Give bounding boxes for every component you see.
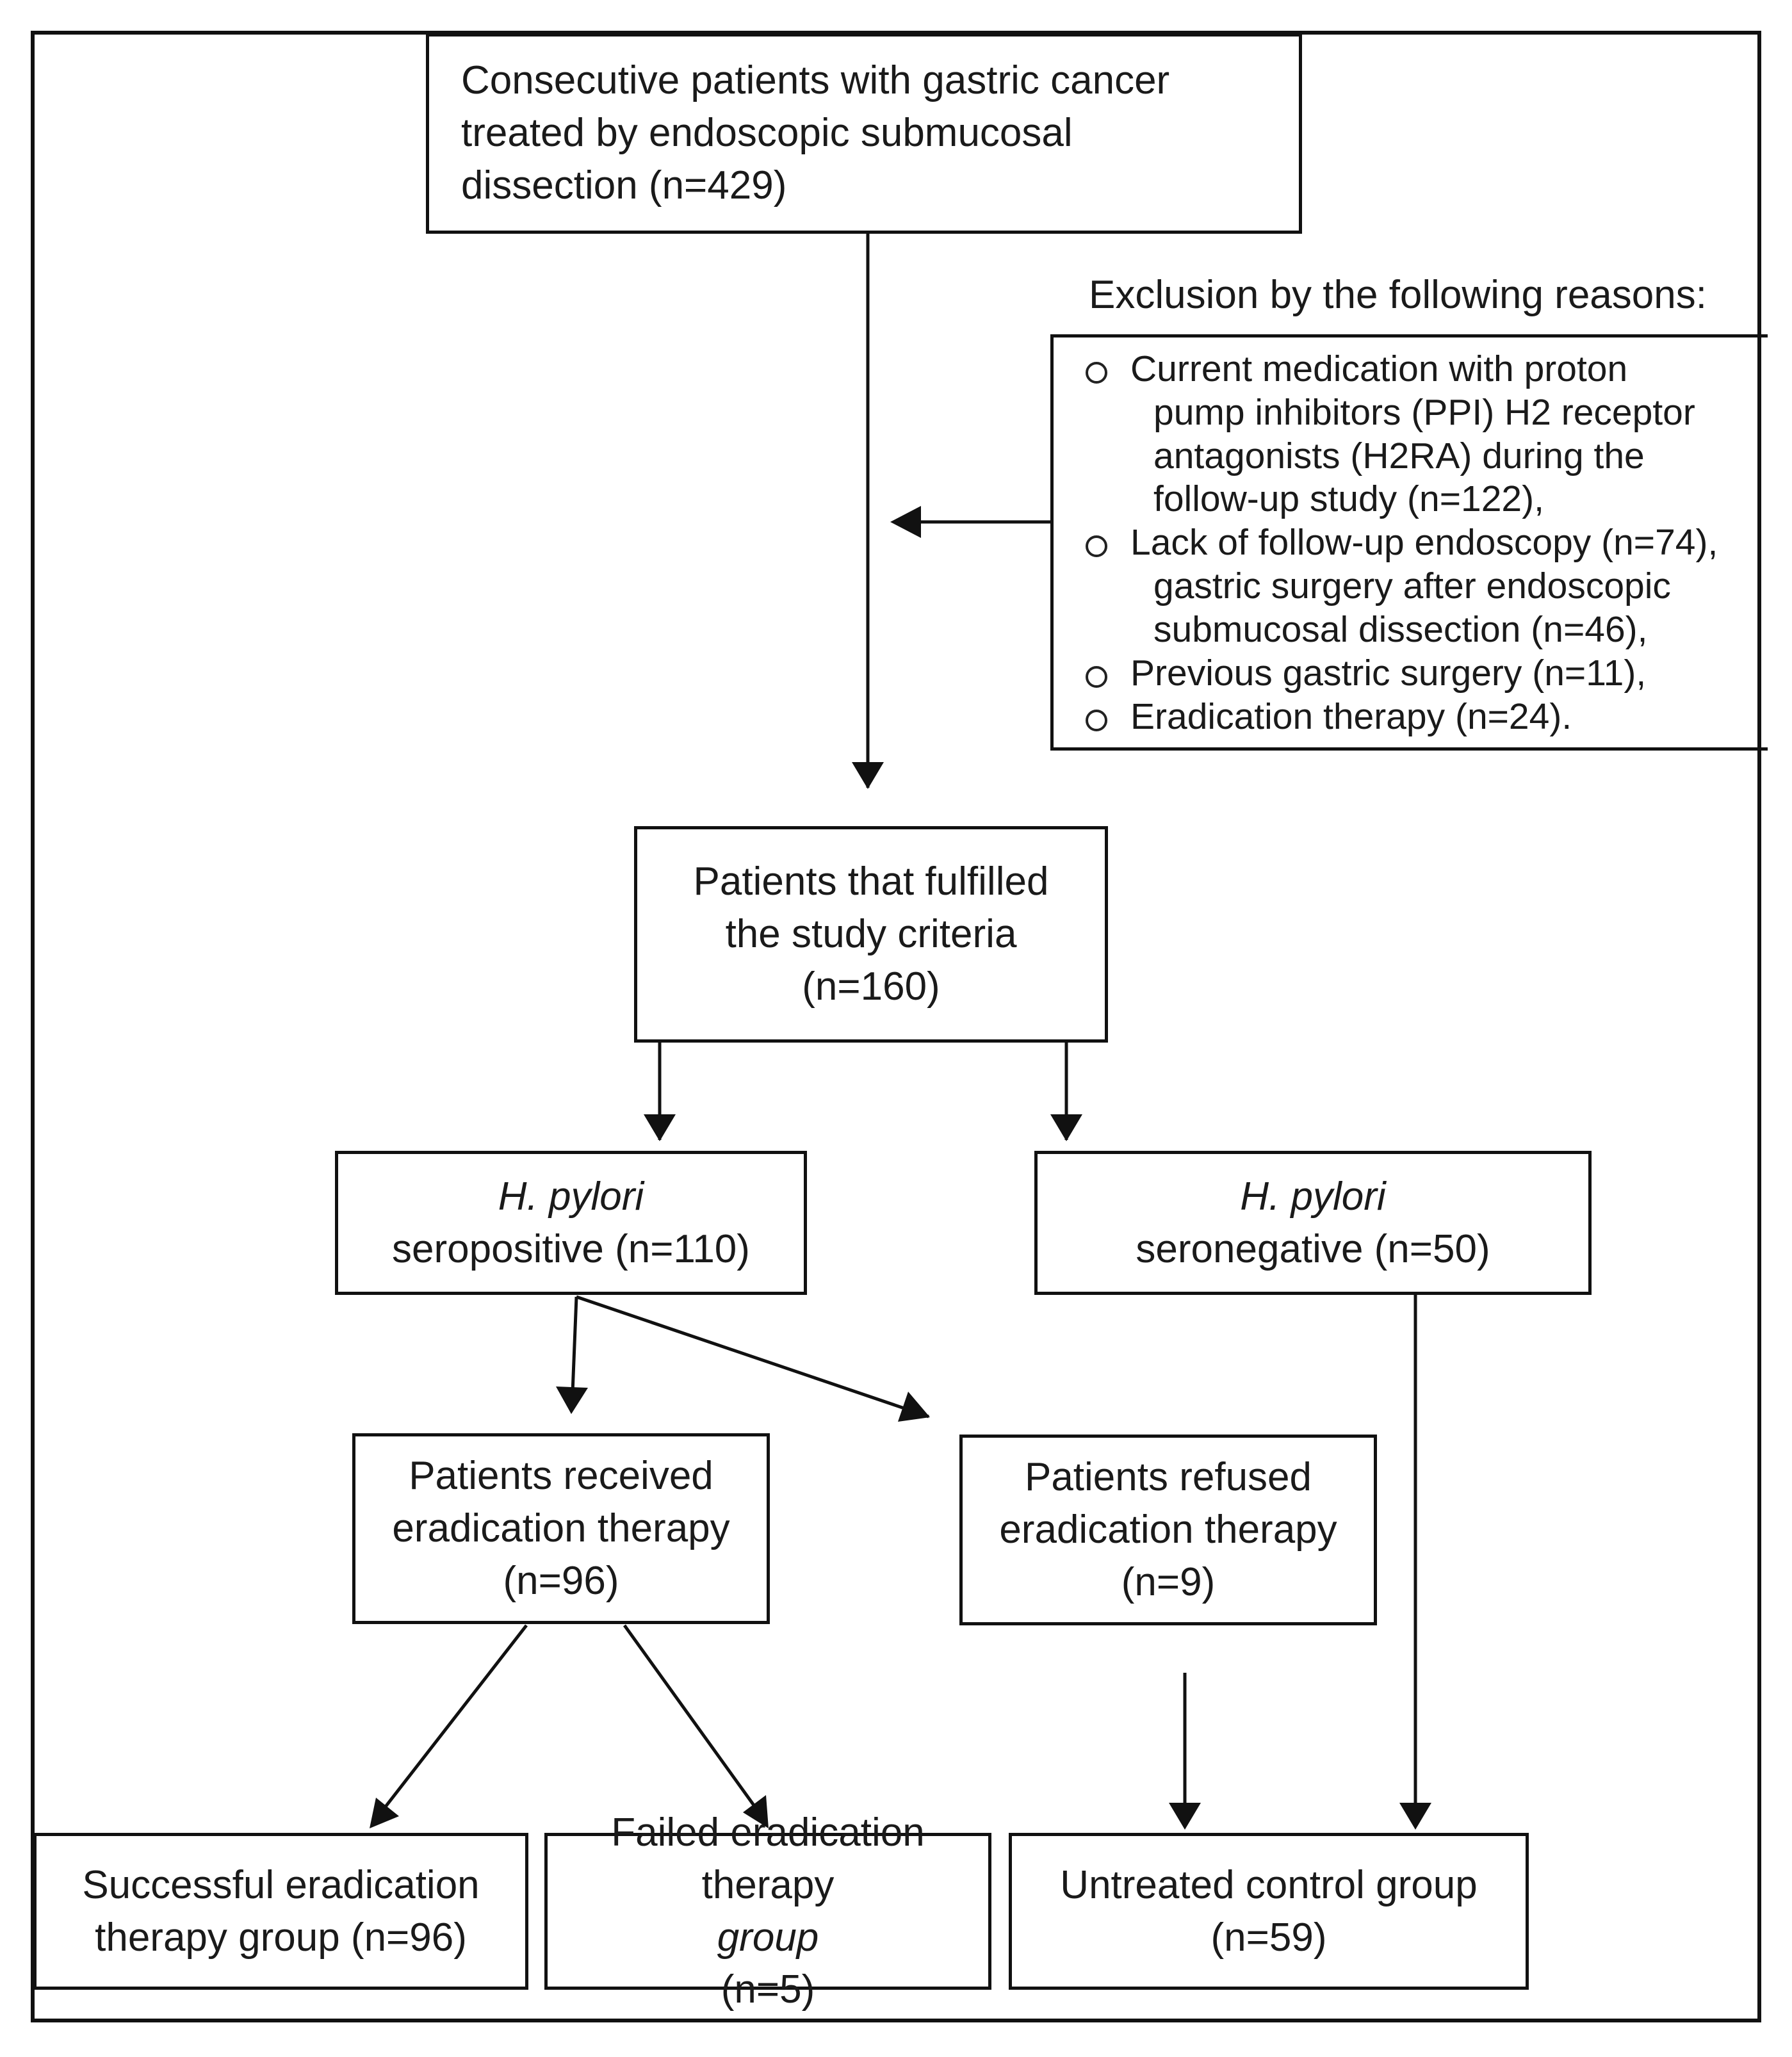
exclusion-line: pump inhibitors (PPI) H2 receptor	[1153, 391, 1695, 433]
exclusion-item: Previous gastric surgery (n=11),	[1086, 652, 1768, 695]
exclusion-line: Lack of follow-up endoscopy (n=74),	[1130, 522, 1718, 564]
exclusion-item: Lack of follow-up endoscopy (n=74), gast…	[1086, 521, 1768, 651]
box-line: Patients received	[409, 1454, 713, 1499]
box-untreated-control: Untreated control group (n=59)	[1009, 1833, 1529, 1990]
circle-bullet-icon	[1086, 709, 1107, 731]
box-refused-eradication: Patients refused eradication therapy (n=…	[959, 1435, 1377, 1625]
exclusion-line: Eradication therapy (n=24).	[1130, 695, 1572, 737]
circle-bullet-icon	[1086, 362, 1107, 384]
arrowhead	[1399, 1803, 1431, 1830]
text-fragment: (n=5)	[721, 1967, 815, 2012]
box-line: Untreated control group	[1060, 1862, 1478, 1907]
box-line: (n=96)	[503, 1558, 619, 1603]
box-line: (n=9)	[1121, 1559, 1216, 1604]
box-line: H. pylori	[1240, 1174, 1386, 1219]
exclusion-box: Current medication with proton pump inhi…	[1050, 334, 1768, 751]
box-line: seronegative (n=50)	[1136, 1226, 1490, 1271]
arrowhead	[644, 1114, 676, 1141]
box-line: Patients refused	[1024, 1455, 1312, 1500]
box-line: Patients that fulfilled	[693, 859, 1049, 904]
text-fragment: group	[717, 1915, 819, 1960]
box-line: H. pylori	[498, 1174, 644, 1219]
arrow-seropositive-to-refused	[576, 1295, 929, 1419]
arrow-received-to-failed	[623, 1624, 761, 1814]
diagram-frame	[31, 31, 1761, 2022]
arrowhead	[852, 762, 884, 789]
arrowhead	[370, 1798, 399, 1828]
box-consecutive-patients: Consecutive patients with gastric cancer…	[426, 33, 1302, 234]
box-line: eradication therapy	[392, 1506, 730, 1551]
circle-bullet-icon	[1086, 665, 1107, 688]
box-line: eradication therapy	[999, 1508, 1337, 1552]
box-line: treated by endoscopic submucosal	[461, 110, 1073, 155]
box-line: seropositive (n=110)	[392, 1226, 750, 1271]
circle-bullet-icon	[1086, 535, 1107, 558]
box-fulfilled-criteria: Patients that fulfilled the study criter…	[634, 826, 1108, 1043]
exclusion-line: gastric surgery after endoscopic	[1153, 565, 1671, 607]
exclusion-line: Current medication with proton	[1130, 348, 1628, 389]
box-received-eradication: Patients received eradication therapy (n…	[352, 1433, 770, 1624]
box-successful-eradication: Successful eradication therapy group (n=…	[33, 1833, 528, 1990]
box-failed-eradication: Failed eradication therapy group (n=5)	[544, 1810, 991, 2012]
box-seropositive: H. pylori seropositive (n=110)	[335, 1151, 807, 1295]
box-line: (n=160)	[802, 964, 940, 1009]
box-line: the study criteria	[725, 912, 1017, 957]
box-line: dissection (n=429)	[461, 163, 787, 207]
box-line: Failed eradication	[611, 1810, 925, 1855]
arrowhead	[898, 1392, 930, 1422]
exclusion-line: follow-up study (n=122),	[1153, 478, 1544, 520]
box-line: Successful eradication	[82, 1862, 480, 1907]
box-line: (n=59)	[1210, 1915, 1327, 1960]
arrowhead	[743, 1795, 769, 1828]
exclusion-line: antagonists (H2RA) during the	[1153, 435, 1645, 476]
text-fragment: therapy	[701, 1862, 835, 1907]
exclusion-line: submucosal dissection (n=46),	[1153, 608, 1648, 650]
exclusion-item: Current medication with proton pump inhi…	[1086, 348, 1768, 521]
arrowhead	[890, 506, 921, 538]
arrowhead	[1169, 1803, 1201, 1830]
exclusion-line: Previous gastric surgery (n=11),	[1130, 652, 1647, 694]
exclusion-item: Eradication therapy (n=24).	[1086, 695, 1768, 739]
box-line: therapy group (n=5)	[702, 1859, 835, 2016]
arrowhead	[1050, 1114, 1082, 1141]
box-seronegative: H. pylori seronegative (n=50)	[1034, 1151, 1592, 1295]
arrow-received-to-successful	[380, 1624, 528, 1814]
box-line: Consecutive patients with gastric cancer	[461, 58, 1170, 102]
box-line: therapy group (n=96)	[95, 1915, 467, 1960]
arrowhead	[556, 1386, 588, 1414]
exclusion-caption: Exclusion by the following reasons:	[1089, 273, 1707, 317]
